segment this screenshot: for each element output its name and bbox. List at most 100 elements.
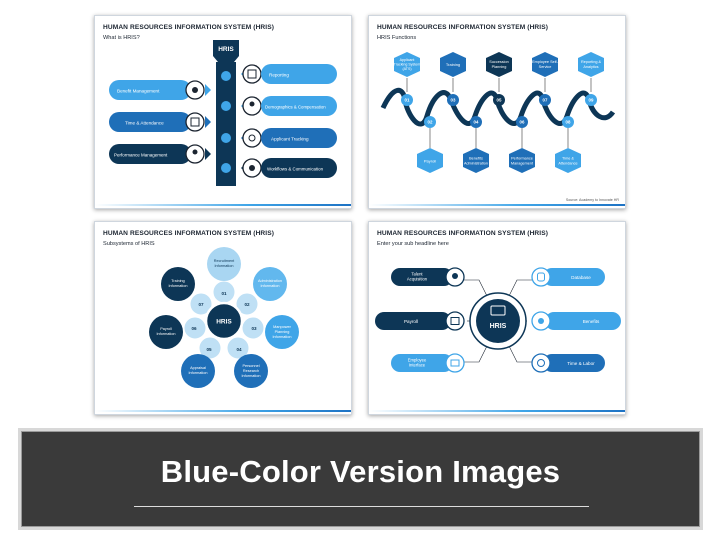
version-banner: Blue-Color Version Images — [21, 431, 700, 527]
left-item-benefit-management: Benefit Management — [109, 80, 211, 100]
hris-center-circle — [476, 299, 520, 343]
svg-text:Applicant Tracking: Applicant Tracking — [271, 137, 309, 142]
svg-text:05: 05 — [497, 98, 502, 103]
svg-text:05: 05 — [206, 347, 212, 352]
gear-icon — [248, 134, 256, 142]
subsystems-diagram: HRIS 01 02 03 04 05 06 07 RecruitmentInf… — [149, 247, 299, 388]
svg-text:06: 06 — [520, 120, 525, 125]
hris-header-box — [213, 40, 239, 56]
svg-text:Information: Information — [157, 332, 176, 336]
svg-text:Information: Information — [242, 374, 261, 378]
svg-text:02: 02 — [428, 120, 433, 125]
slide-accent-line — [369, 410, 625, 412]
svg-text:Performance: Performance — [511, 157, 533, 161]
slide-subtitle: Enter your sub headline here — [377, 241, 449, 247]
svg-text:Training: Training — [446, 62, 460, 67]
calendar-icon — [190, 117, 200, 127]
left-item-payroll: Payroll — [375, 311, 465, 331]
svg-text:08: 08 — [566, 120, 571, 125]
svg-text:Payroll: Payroll — [404, 319, 418, 324]
right-item-benefits: Benefits — [531, 311, 621, 331]
svg-text:Payroll: Payroll — [160, 327, 172, 331]
bottom-hexagons: Payroll Benefits Administration Performa… — [417, 148, 581, 173]
svg-text:Talent: Talent — [411, 272, 423, 277]
svg-text:03: 03 — [251, 326, 257, 331]
svg-text:Reporting: Reporting — [269, 73, 289, 78]
svg-text:Information: Information — [215, 264, 234, 268]
svg-text:Analytics: Analytics — [583, 65, 598, 69]
svg-text:Manpower: Manpower — [273, 325, 291, 329]
svg-text:Employee Self-: Employee Self- — [532, 60, 558, 64]
petal-4 — [234, 354, 268, 388]
slide-accent-line — [95, 204, 351, 206]
petal-3 — [265, 315, 299, 349]
svg-text:Performance Management: Performance Management — [114, 153, 168, 158]
svg-text:Workflows & Communication: Workflows & Communication — [267, 167, 324, 172]
svg-text:07: 07 — [198, 302, 204, 307]
hris-overview-diagram: HRIS Reporting Demographics & Compensati — [109, 40, 337, 186]
svg-text:Demographics & Compensation: Demographics & Compensation — [265, 105, 326, 110]
svg-text:Attendance: Attendance — [558, 162, 577, 166]
petal-1 — [207, 247, 241, 281]
right-item-demographics: Demographics & Compensation — [241, 96, 337, 116]
slide-hris-modules[interactable]: HUMAN RESOURCES INFORMATION SYSTEM (HRIS… — [368, 221, 626, 415]
svg-text:Recruitment: Recruitment — [214, 259, 235, 263]
svg-text:Database: Database — [571, 275, 591, 280]
svg-text:Tracking System: Tracking System — [394, 63, 421, 67]
slide-title: HUMAN RESOURCES INFORMATION SYSTEM (HRIS… — [377, 230, 549, 237]
svg-text:Benefit Management: Benefit Management — [117, 89, 160, 94]
petal-numbers: 01 02 03 04 05 06 07 — [191, 291, 257, 352]
svg-text:Information: Information — [261, 284, 280, 288]
svg-text:Time & Labor: Time & Labor — [567, 361, 595, 366]
hris-center-circle — [204, 301, 244, 341]
slide-subsystems[interactable]: HUMAN RESOURCES INFORMATION SYSTEM (HRIS… — [94, 221, 352, 415]
svg-text:03: 03 — [451, 98, 456, 103]
svg-text:Planning: Planning — [492, 65, 507, 69]
slide-title: HUMAN RESOURCES INFORMATION SYSTEM (HRIS… — [103, 24, 275, 31]
workflow-icon — [249, 165, 255, 171]
banner-underline — [134, 506, 589, 507]
slide-accent-line — [369, 204, 625, 206]
hris-functions-diagram: Applicant Tracking System (ATS) Training… — [380, 52, 616, 173]
svg-text:Research: Research — [243, 369, 259, 373]
slide-hris-functions[interactable]: HUMAN RESOURCES INFORMATION SYSTEM (HRIS… — [368, 15, 626, 209]
right-item-time-labor: Time & Labor — [531, 353, 605, 373]
petal-7 — [161, 267, 195, 301]
svg-text:Administration: Administration — [258, 279, 282, 283]
svg-text:04: 04 — [474, 120, 479, 125]
left-item-time-attendance: Time & Attendance — [109, 112, 211, 132]
petal-5 — [181, 354, 215, 388]
svg-text:Information: Information — [189, 371, 208, 375]
svg-text:Information: Information — [273, 335, 292, 339]
svg-text:Benefits: Benefits — [469, 157, 483, 161]
svg-text:Payroll: Payroll — [424, 159, 436, 164]
right-item-reporting: Reporting — [241, 64, 337, 84]
talent-icon — [452, 273, 458, 279]
svg-text:02: 02 — [244, 302, 250, 307]
database-icon — [537, 272, 545, 282]
right-item-workflows: Workflows & Communication — [241, 158, 337, 178]
hris-modules-diagram: HRIS Talent Acquisition Payroll Employee… — [375, 267, 621, 373]
svg-text:Training: Training — [171, 279, 185, 283]
svg-text:Time & Attendance: Time & Attendance — [125, 121, 164, 126]
left-item-performance-management: Performance Management — [109, 144, 211, 164]
people-icon — [249, 101, 255, 107]
slide-subtitle: Subsystems of HRIS — [103, 241, 155, 247]
top-hexagons: Applicant Tracking System (ATS) Training… — [394, 52, 604, 77]
svg-text:Succession: Succession — [489, 60, 508, 64]
right-item-applicant-tracking: Applicant Tracking — [241, 128, 337, 148]
banner-title: Blue-Color Version Images — [160, 454, 561, 489]
number-circles: 01 02 03 04 05 06 07 08 09 — [401, 94, 597, 128]
slide-title: HUMAN RESOURCES INFORMATION SYSTEM (HRIS… — [377, 24, 549, 31]
interface-icon — [450, 359, 460, 367]
report-icon — [247, 69, 257, 79]
svg-text:Interface: Interface — [409, 363, 426, 368]
svg-text:Planning: Planning — [275, 330, 290, 334]
svg-text:Benefits: Benefits — [583, 319, 600, 324]
slide-subtitle: HRIS Functions — [377, 35, 417, 41]
slide-what-is-hris[interactable]: HUMAN RESOURCES INFORMATION SYSTEM (HRIS… — [94, 15, 352, 209]
svg-text:Employee: Employee — [408, 358, 427, 363]
svg-text:04: 04 — [236, 347, 242, 352]
slide-accent-line — [95, 410, 351, 412]
